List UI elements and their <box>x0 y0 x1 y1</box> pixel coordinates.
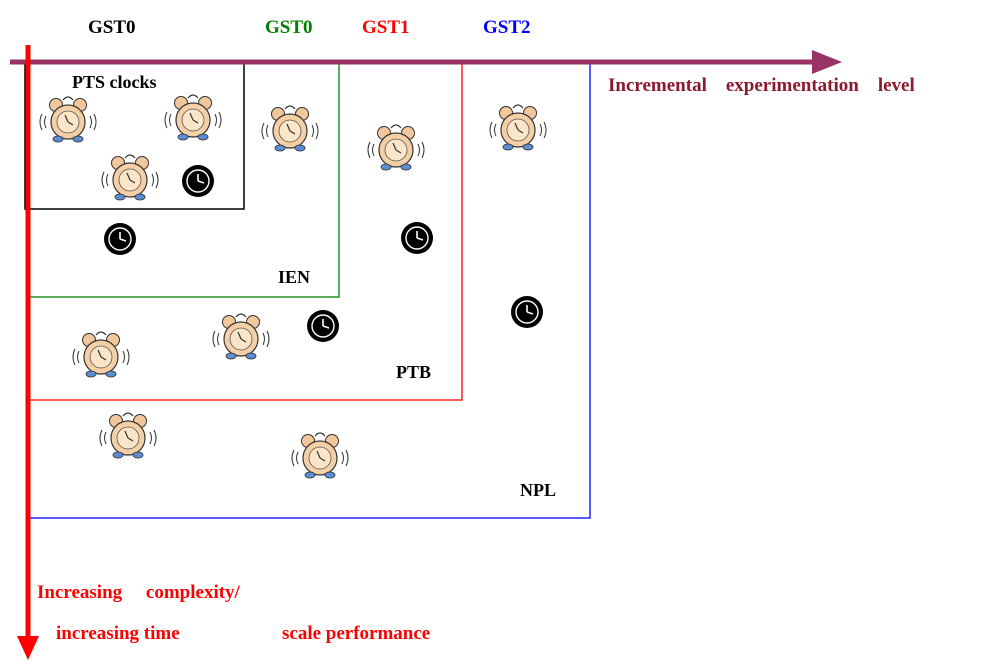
black-clock-icon <box>510 295 544 329</box>
header-label-gst2: GST2 <box>483 17 531 38</box>
alarm-clock-icon <box>261 105 319 152</box>
black-clock-icon <box>306 309 340 343</box>
alarm-clock-icon <box>101 154 159 201</box>
ien-label: IEN <box>278 267 310 287</box>
ptb-label: PTB <box>396 362 431 382</box>
alarm-clock-icon <box>164 94 222 141</box>
alarm-clock-icon <box>291 432 349 479</box>
black-clock-icon <box>181 164 215 198</box>
alarm-clock-icon <box>489 104 547 151</box>
alarm-clock-icon <box>212 313 270 360</box>
vertical-axis-label-line1: Increasing complexity/ <box>37 582 241 603</box>
alarm-clock-icon <box>72 331 130 378</box>
alarm-clock-icon <box>99 412 157 459</box>
header-label-gst0-green: GST0 <box>265 17 313 38</box>
horizontal-axis-label: Incremental experimentation level <box>608 75 915 96</box>
vertical-axis-label-line2a: increasing time <box>56 623 180 644</box>
npl-label: NPL <box>520 480 556 500</box>
header-label-gst0-black: GST0 <box>88 17 136 38</box>
alarm-clock-icon <box>367 124 425 171</box>
vertical-axis-arrowhead <box>17 636 39 660</box>
black-clock-icon <box>103 222 137 256</box>
black-clock-icon <box>400 221 434 255</box>
alarm-clock-icon <box>39 96 97 143</box>
vertical-axis-label-line2b: scale performance <box>282 623 430 644</box>
pts-clocks-label: PTS clocks <box>72 72 157 92</box>
header-label-gst1: GST1 <box>362 17 410 38</box>
horizontal-axis-arrowhead <box>812 50 842 74</box>
